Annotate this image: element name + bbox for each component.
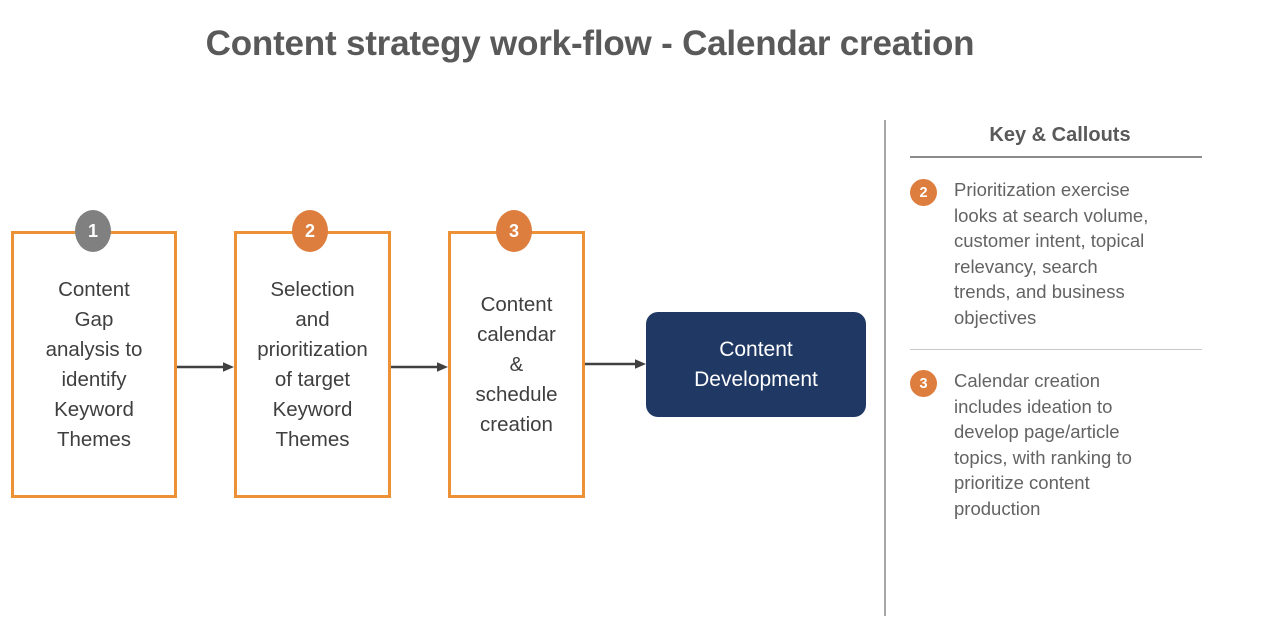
callout-1-badge: 2 <box>910 179 937 206</box>
flow-step-2-box[interactable]: Selection and prioritization of target K… <box>234 231 391 498</box>
flow-terminal-label: Content Development <box>694 337 818 391</box>
flow-terminal-box[interactable]: Content Development <box>646 312 866 417</box>
flow-step-3-label: Content calendar & schedule creation <box>475 292 558 436</box>
callout-2-badge: 3 <box>910 370 937 397</box>
arrow-step1-to-step2 <box>177 362 234 372</box>
flow-step-3-badge: 3 <box>496 210 532 252</box>
panel-divider <box>884 120 886 616</box>
flow-step-2-label: Selection and prioritization of target K… <box>257 277 368 451</box>
callout-separator <box>910 349 1202 350</box>
flow-step-1-badge: 1 <box>75 210 111 252</box>
key-and-callouts-panel: Key & Callouts 2 Prioritization exercise… <box>910 124 1210 521</box>
panel-title: Key & Callouts <box>989 124 1131 146</box>
panel-title-rule <box>910 156 1202 158</box>
flow-step-1-label: Content Gap analysis to identify Keyword… <box>45 277 143 451</box>
flow-step-3-box[interactable]: Content calendar & schedule creation <box>448 231 585 498</box>
callout-1-text: Prioritization exercise looks at search … <box>954 179 1149 328</box>
flow-step-1-box[interactable]: Content Gap analysis to identify Keyword… <box>11 231 177 498</box>
callout-item-1: 2 Prioritization exercise looks at searc… <box>910 177 1210 330</box>
callout-item-2: 3 Calendar creation includes ideation to… <box>910 368 1210 521</box>
arrow-step3-to-terminal <box>585 359 646 369</box>
arrow-step2-to-step3 <box>391 362 448 372</box>
callout-2-text: Calendar creation includes ideation to d… <box>954 370 1132 519</box>
flow-step-2-badge: 2 <box>292 210 328 252</box>
page-title: Content strategy work-flow - Calendar cr… <box>205 24 975 63</box>
